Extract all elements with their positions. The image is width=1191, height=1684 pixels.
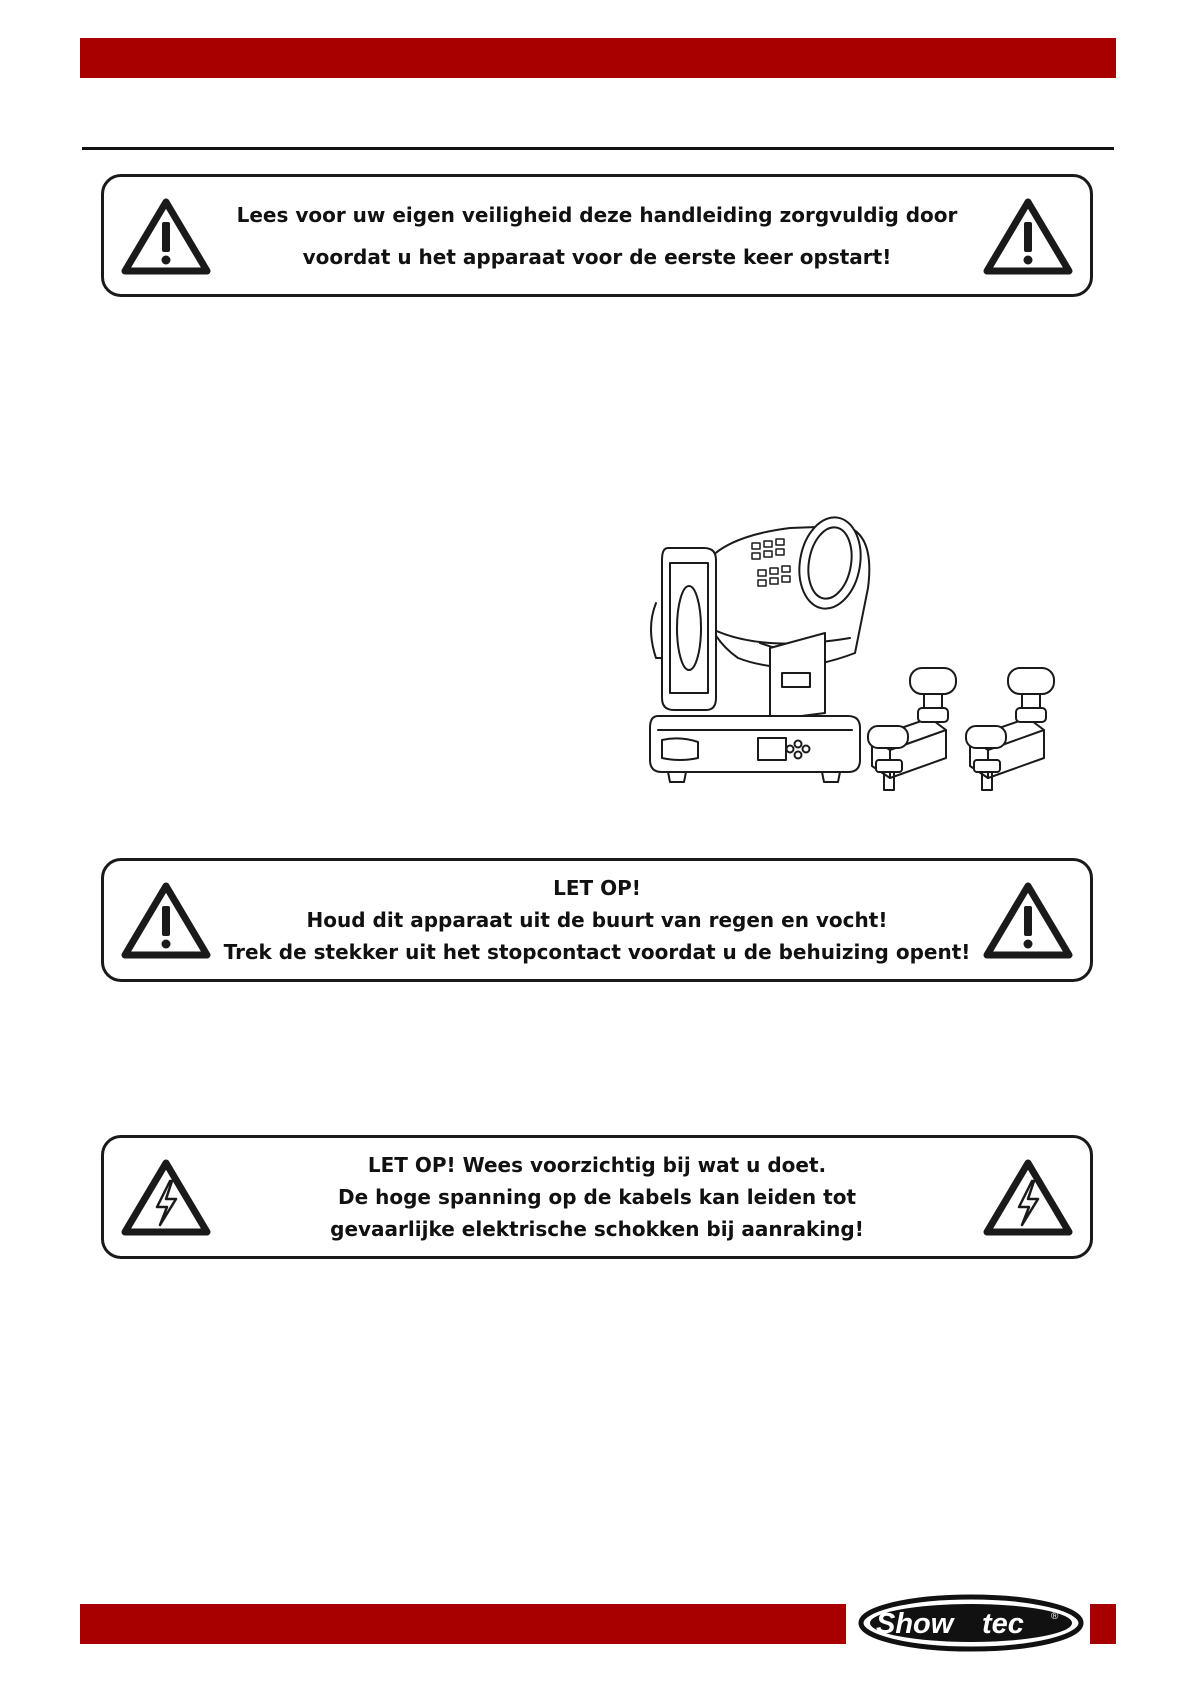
moving-head-fixture-illustration	[649, 516, 1055, 791]
high-voltage-warning-line: LET OP! Wees voorzichtig bij wat u doet.	[367, 1153, 827, 1177]
high-voltage-warning-text: LET OP! Wees voorzichtig bij wat u doet.…	[234, 1138, 960, 1256]
exclamation-warning-icon	[983, 198, 1073, 274]
safety-notice-box: Lees voor uw eigen veiligheid deze handl…	[101, 174, 1093, 297]
footer-bar	[80, 1604, 846, 1644]
exclamation-warning-icon	[121, 882, 211, 959]
moisture-warning-line: Trek de stekker uit het stopcontact voor…	[223, 940, 971, 964]
high-voltage-warning-icon	[121, 1159, 211, 1236]
logo-text-tec: tec	[982, 1608, 1024, 1640]
exclamation-warning-icon	[983, 882, 1073, 959]
exclamation-warning-icon	[121, 198, 211, 274]
high-voltage-warning-box: LET OP! Wees voorzichtig bij wat u doet.…	[101, 1135, 1093, 1259]
safety-notice-line: Lees voor uw eigen veiligheid deze handl…	[236, 202, 958, 227]
moisture-warning-line: Houd dit apparaat uit de buurt van regen…	[306, 908, 888, 932]
safety-notice-text: Lees voor uw eigen veiligheid deze handl…	[234, 177, 960, 294]
high-voltage-warning-icon	[983, 1159, 1073, 1236]
header-rule	[82, 147, 1114, 150]
high-voltage-warning-line: De hoge spanning op de kabels kan leiden…	[338, 1185, 856, 1209]
footer-bar-end	[1090, 1604, 1116, 1644]
showtec-logo: Show tec ®	[858, 1594, 1084, 1652]
logo-registered-mark: ®	[1051, 1611, 1059, 1622]
logo-text-show: Show	[876, 1608, 956, 1640]
moisture-warning-box: LET OP! Houd dit apparaat uit de buurt v…	[101, 858, 1093, 982]
safety-notice-line: voordat u het apparaat voor de eerste ke…	[302, 244, 892, 269]
header-bar	[80, 38, 1116, 78]
high-voltage-warning-line: gevaarlijke elektrische schokken bij aan…	[330, 1217, 864, 1241]
moisture-warning-line: LET OP!	[553, 876, 641, 900]
moisture-warning-text: LET OP! Houd dit apparaat uit de buurt v…	[224, 861, 971, 979]
